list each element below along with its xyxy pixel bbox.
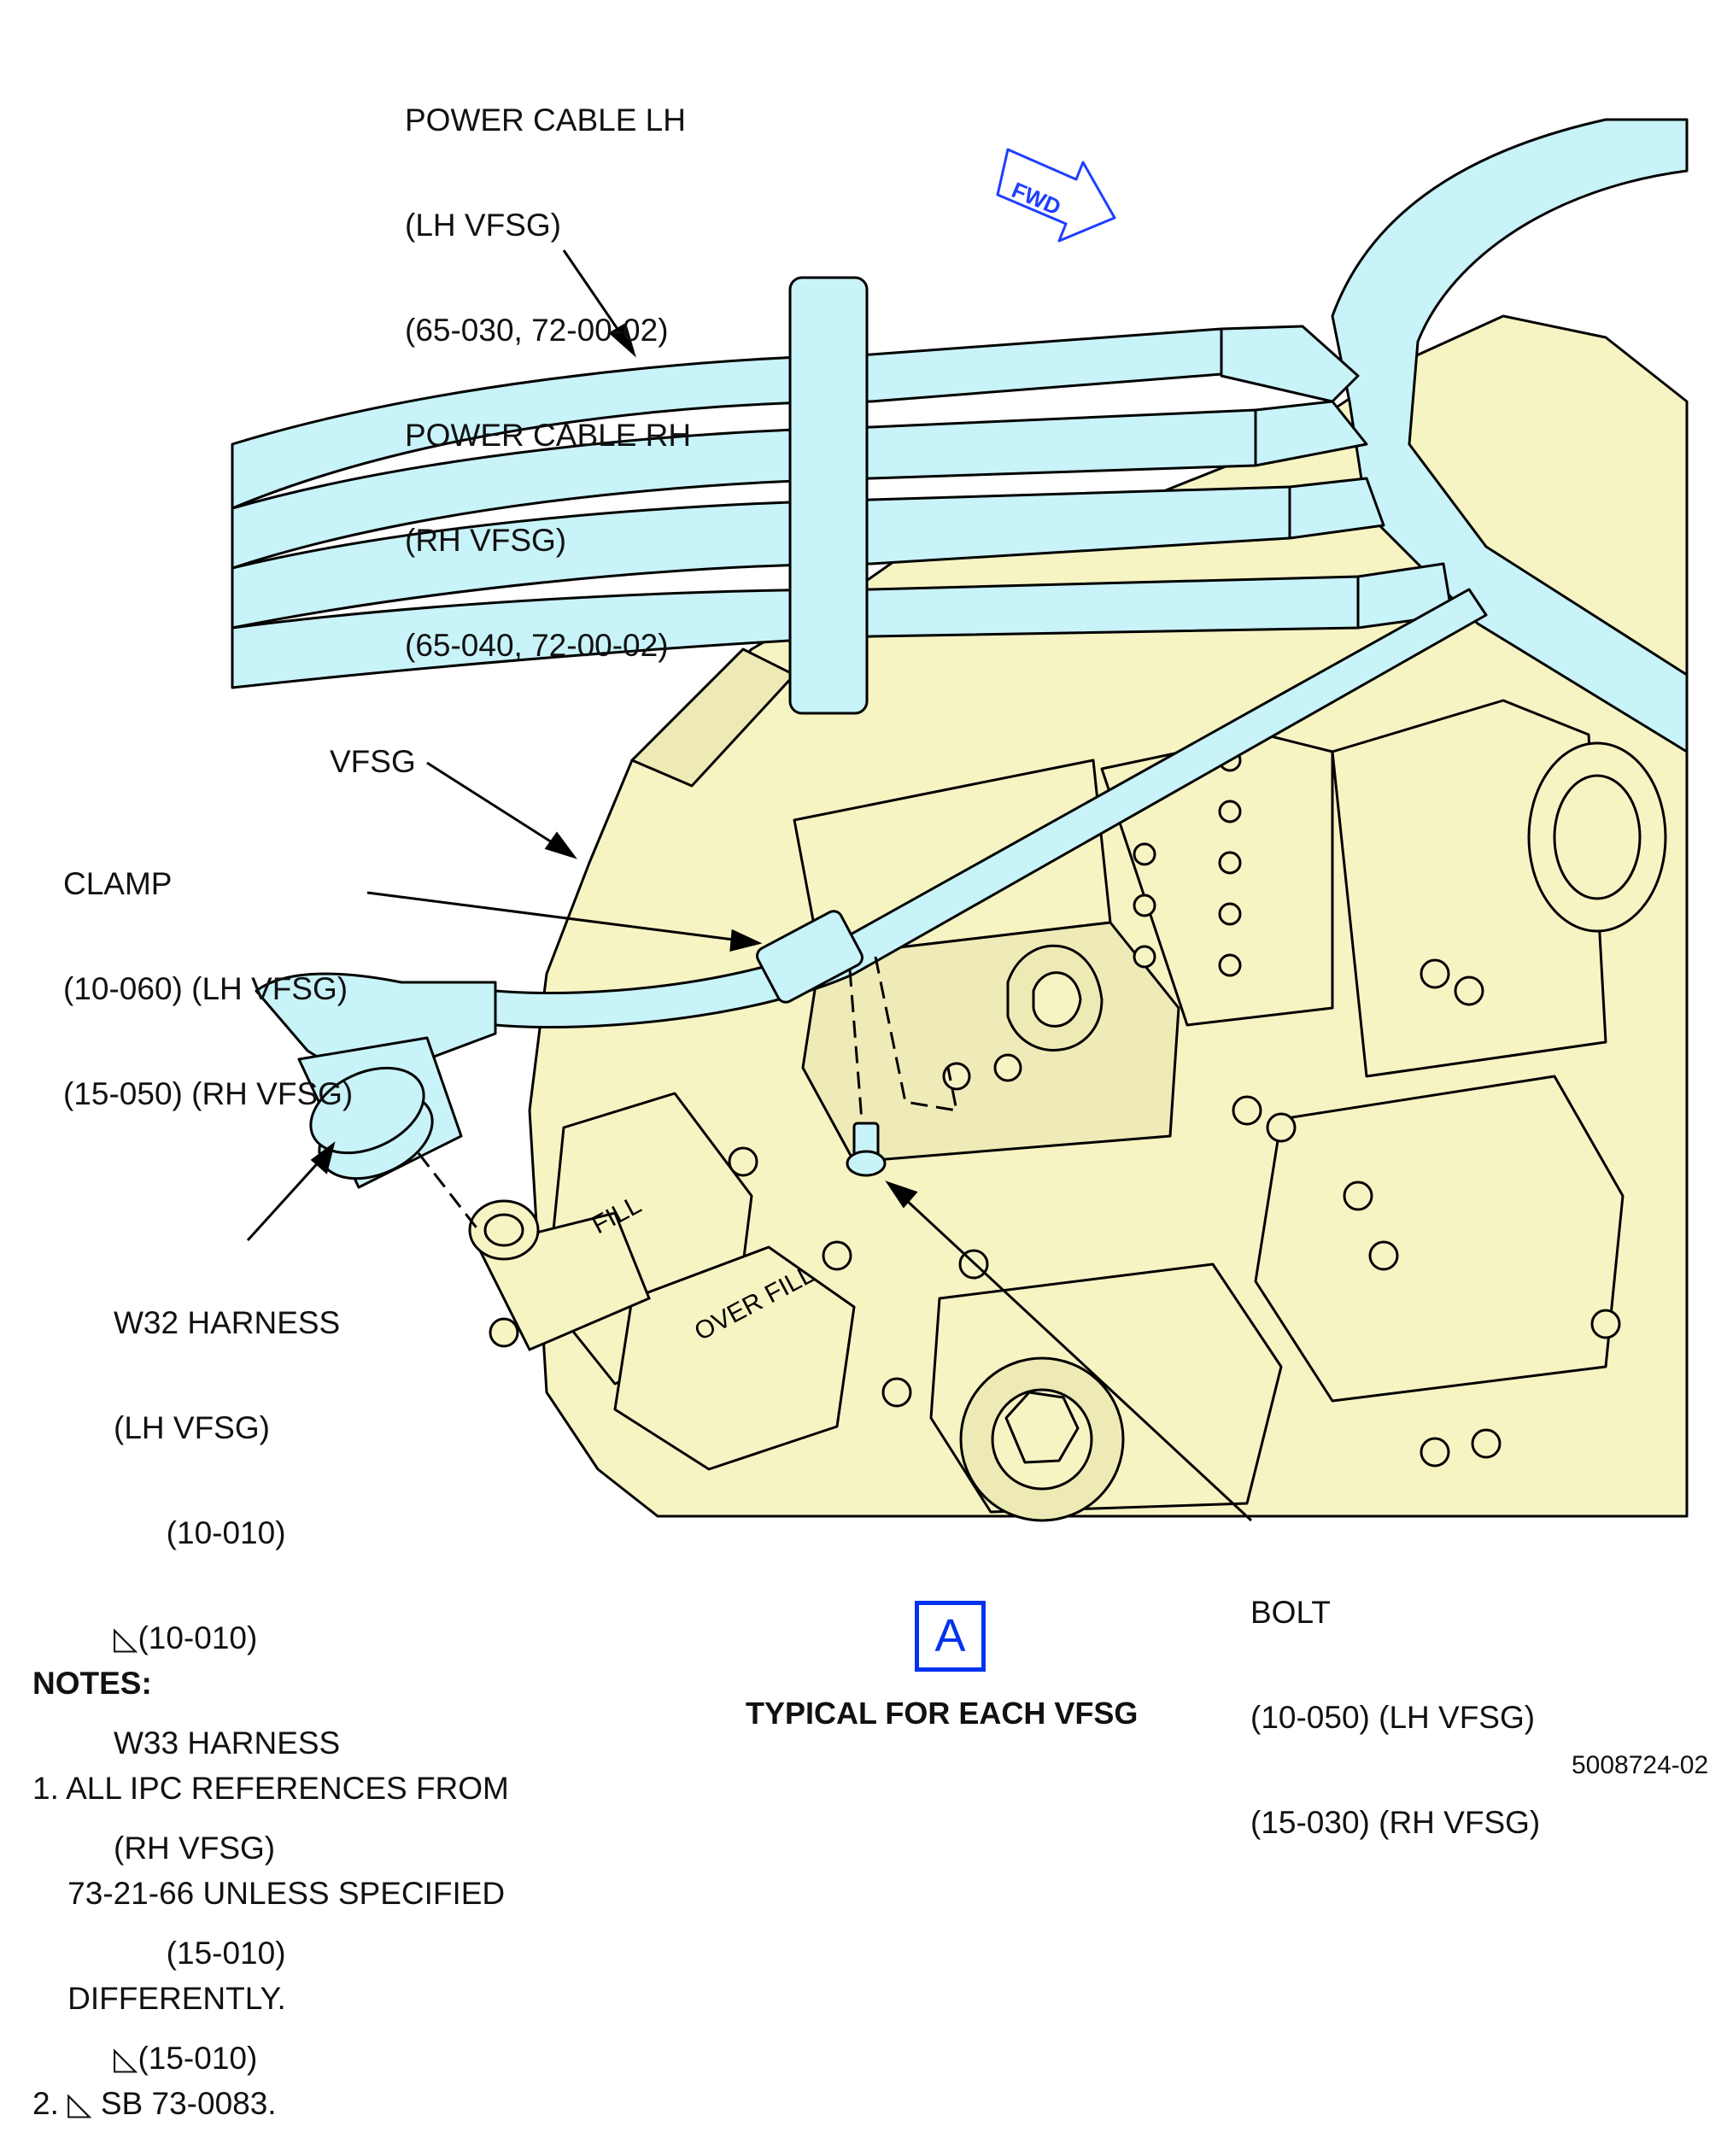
bolt-callout: BOLT (10-050) (LH VFSG) (15-030) (RH VFS… xyxy=(1250,1595,1541,1840)
note-line: DIFFERENTLY. xyxy=(32,1981,286,2016)
view-label-box: A xyxy=(915,1601,986,1672)
fastener-heads xyxy=(489,748,1621,1468)
leader-lines xyxy=(246,249,1253,1522)
clamp-callout: CLAMP (10-060) (LH VFSG) (15-050) (RH VF… xyxy=(63,866,354,1111)
notes-heading: NOTES: xyxy=(32,1666,152,1701)
note-line: 1. ALL IPC REFERENCES FROM xyxy=(32,1771,509,1806)
harness-receptacle xyxy=(468,1199,651,1351)
vfsg-callout: VFSG xyxy=(330,744,416,779)
install-lines xyxy=(417,956,958,1231)
view-caption: TYPICAL FOR EACH VFSG xyxy=(746,1696,1139,1731)
fwd-arrow xyxy=(996,148,1116,243)
power-cable-callout: POWER CABLE LH (LH VFSG) (65-030, 72-00-… xyxy=(405,103,692,663)
note-line: 2. ◺ SB 73-0083. xyxy=(32,2086,277,2121)
harness-cable xyxy=(255,588,1488,1189)
drawing-number: 5008724-02 xyxy=(1572,1751,1709,1779)
vfsg-illustration: FILL OVER FILL xyxy=(231,118,1689,1522)
notes-block: NOTES: 1. ALL IPC REFERENCES FROM 73-21-… xyxy=(32,1596,509,2156)
power-cables xyxy=(231,118,1689,753)
note-line: 73-21-66 UNLESS SPECIFIED xyxy=(32,1876,506,1911)
bolt xyxy=(846,1122,887,1177)
